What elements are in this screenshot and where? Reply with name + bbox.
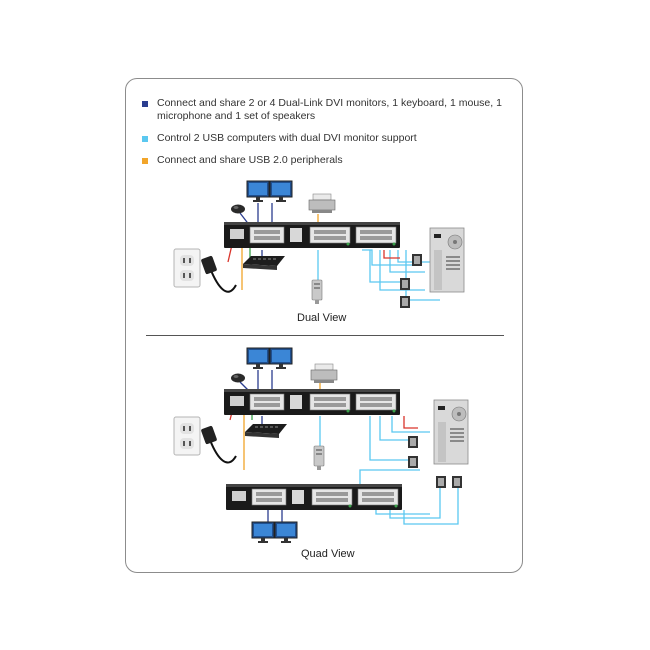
dual-view-diagram xyxy=(173,180,465,308)
power-adapter-icon xyxy=(200,425,218,445)
keyboard-icon xyxy=(243,256,285,270)
legend-item-computers: Control 2 USB computers with dual DVI mo… xyxy=(142,132,512,145)
kvm-switch-icon xyxy=(223,388,401,416)
keyboard-icon xyxy=(245,424,287,438)
legend-item-console: Connect and share 2 or 4 Dual-Link DVI m… xyxy=(142,97,512,123)
monitor-icon xyxy=(269,347,293,370)
monitor-icon xyxy=(269,180,293,203)
dvi-connector-icon xyxy=(436,476,446,488)
usb-drive-icon xyxy=(311,279,323,305)
kvm-switch-icon xyxy=(223,221,401,249)
legend-item-usb: Connect and share USB 2.0 peripherals xyxy=(142,154,512,167)
legend-swatch-orange xyxy=(142,158,148,164)
quad-view-label: Quad View xyxy=(301,548,355,560)
mouse-icon xyxy=(231,373,245,383)
printer-icon xyxy=(308,193,336,214)
monitor-icon xyxy=(251,521,275,544)
legend-text-console: Connect and share 2 or 4 Dual-Link DVI m… xyxy=(157,97,502,122)
legend-swatch-cyan xyxy=(142,136,148,142)
legend-text-usb: Connect and share USB 2.0 peripherals xyxy=(157,154,343,166)
wall-outlet-icon xyxy=(173,248,201,288)
pc-tower-icon xyxy=(433,399,469,465)
mouse-icon xyxy=(231,204,245,214)
power-adapter-icon xyxy=(200,255,218,275)
dvi-connector-icon xyxy=(408,436,418,448)
wall-outlet-icon xyxy=(173,416,201,456)
dvi-connector-icon xyxy=(408,456,418,468)
usb-drive-icon xyxy=(313,445,325,471)
dvi-connector-icon xyxy=(400,296,410,308)
monitor-icon xyxy=(246,347,270,370)
legend-swatch-navy xyxy=(142,101,148,107)
dual-view-label: Dual View xyxy=(297,312,347,324)
monitor-icon xyxy=(274,521,298,544)
legend: Connect and share 2 or 4 Dual-Link DVI m… xyxy=(142,97,512,176)
legend-text-computers: Control 2 USB computers with dual DVI mo… xyxy=(157,132,417,144)
printer-icon xyxy=(310,363,338,384)
dvi-connector-icon xyxy=(412,254,422,266)
dvi-connector-icon xyxy=(400,278,410,290)
pc-tower-icon xyxy=(429,227,465,293)
kvm-switch-icon xyxy=(225,483,403,511)
monitor-icon xyxy=(246,180,270,203)
dvi-connector-icon xyxy=(452,476,462,488)
quad-view-diagram xyxy=(173,347,469,544)
view-divider xyxy=(146,335,504,336)
